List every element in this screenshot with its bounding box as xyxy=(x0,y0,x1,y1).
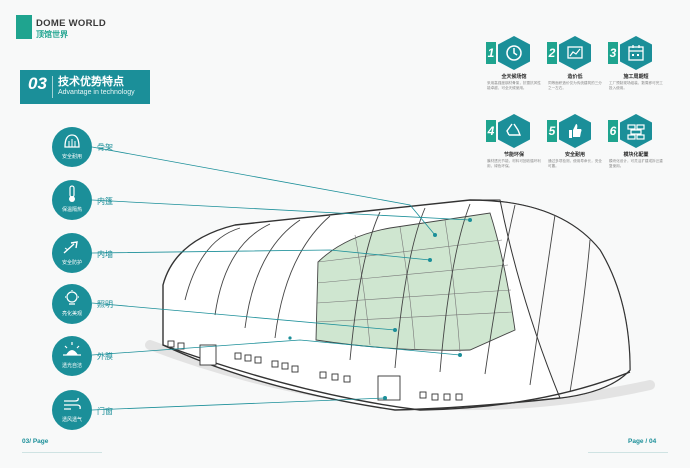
footer-rule-right xyxy=(588,452,668,453)
section-header-bar xyxy=(20,70,150,104)
calendar-icon xyxy=(628,45,644,61)
property-circle-4: 亮化美观 xyxy=(52,284,92,324)
feature-number: 3 xyxy=(608,42,618,64)
feature-number: 2 xyxy=(547,42,557,64)
page-number-left: 03/ Page xyxy=(22,438,49,445)
part-label: 照明 xyxy=(97,300,113,309)
air-flow-icon xyxy=(64,397,81,410)
chart-icon xyxy=(567,46,583,59)
sun-icon xyxy=(63,342,81,356)
feature-number: 1 xyxy=(486,42,496,64)
property-circle-3: 安全防护 xyxy=(52,233,92,273)
property-circle-6: 透风透气 xyxy=(52,390,92,430)
section-subtitle: Advantage in technology xyxy=(58,89,135,96)
property-label: 透光自洁 xyxy=(61,363,82,369)
page-number-right: Page / 04 xyxy=(628,438,656,445)
brand-name-en: DOME WORLD xyxy=(36,18,107,29)
feature-description: 工厂预制现场组装，数周即可完工投入使用。 xyxy=(609,81,663,90)
property-label: 亮化美观 xyxy=(61,311,82,317)
part-label: 外膜 xyxy=(97,352,113,361)
property-label: 透风透气 xyxy=(61,417,82,423)
property-circle-5: 透光自洁 xyxy=(52,336,92,376)
property-circle-2: 保温隔热 xyxy=(52,180,92,220)
feature-title: 节能环保 xyxy=(503,152,524,158)
property-label: 安全防护 xyxy=(61,260,82,266)
footer-rule-left xyxy=(22,452,102,453)
feature-title: 施工周期短 xyxy=(623,74,649,80)
feature-title: 模块化配置 xyxy=(623,152,649,158)
property-circle-1: 安全耐用 xyxy=(52,127,92,167)
feature-description: 通过多项检测，使用寿命长，安全可靠。 xyxy=(548,159,602,168)
feature-description: 模块化设计，可灵活扩建或拆迁重复使用。 xyxy=(609,159,663,168)
lamp-icon xyxy=(65,290,79,305)
part-label: 内篷 xyxy=(97,197,113,206)
brand-logo-mark xyxy=(16,15,32,39)
section-title: 技术优势特点 xyxy=(58,76,124,88)
bricks-icon xyxy=(627,124,645,140)
recycle-icon xyxy=(506,123,522,136)
feature-description: 采用高强度钢材骨架，抗雪抗风性能卓越，可全天候使用。 xyxy=(487,81,541,90)
feature-number: 6 xyxy=(608,120,618,142)
feature-title: 安全耐用 xyxy=(564,152,585,158)
section-divider xyxy=(52,76,53,98)
wind-arrow-icon xyxy=(63,241,78,254)
page-label: Page / xyxy=(628,438,649,445)
feature-description: 膜材透光节能，材料可回收循环利用，绿色环保。 xyxy=(487,159,541,168)
part-label: 骨架 xyxy=(97,143,113,152)
feature-description: 同等面积造价仅为传统建筑的三分之一左右。 xyxy=(548,81,602,90)
feature-number: 4 xyxy=(486,120,496,142)
shield-dome-icon xyxy=(64,134,80,148)
thumbs-up-icon xyxy=(569,124,582,138)
property-label: 保温隔热 xyxy=(61,207,82,213)
feature-number: 5 xyxy=(547,120,557,142)
page-num: 04 xyxy=(648,438,657,445)
part-label: 门窗 xyxy=(97,407,113,416)
brand-name-cn: 顶馆世界 xyxy=(36,30,68,39)
feature-title: 造价低 xyxy=(567,74,583,80)
feature-title: 全天候场馆 xyxy=(501,74,527,80)
property-label: 安全耐用 xyxy=(61,154,82,160)
section-number: 03 xyxy=(28,74,47,93)
part-label: 内墙 xyxy=(97,250,113,259)
clock-icon xyxy=(506,45,522,61)
thermometer-icon xyxy=(69,185,75,202)
